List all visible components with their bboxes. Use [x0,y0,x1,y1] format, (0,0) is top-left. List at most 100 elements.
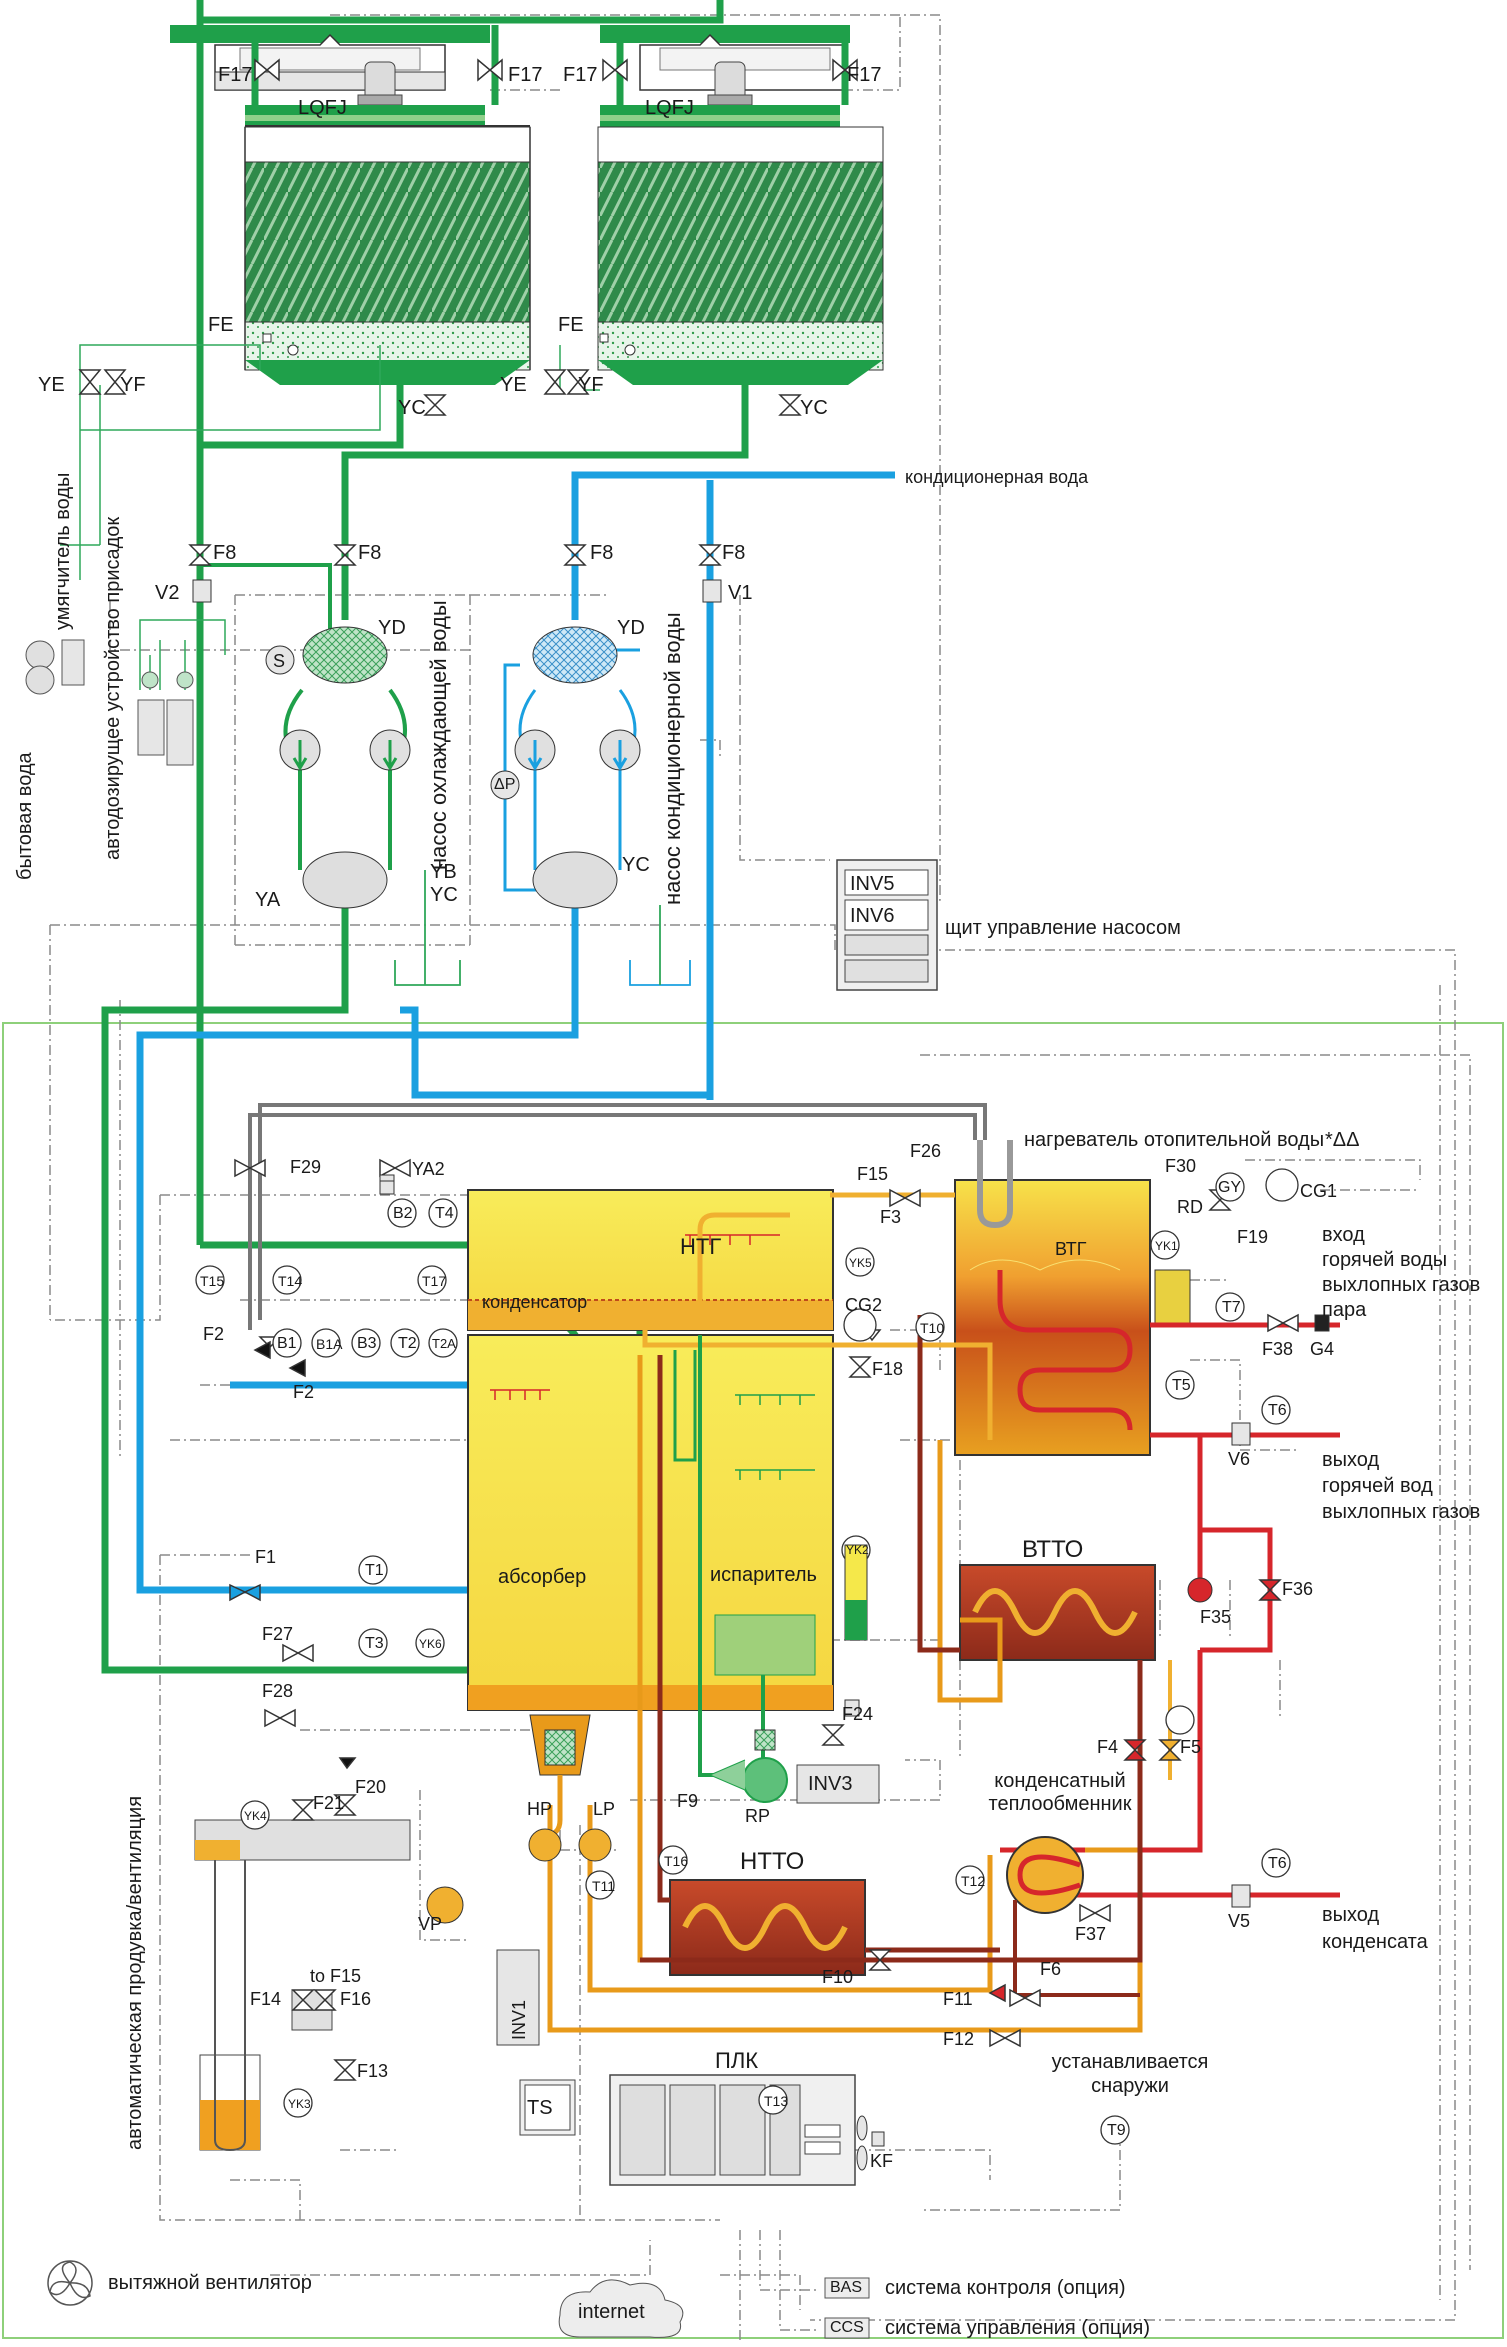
inst-label: B3 [357,1335,377,1352]
float-label: FE [558,314,584,336]
inst-label: CG2 [845,1295,883,1315]
softener-unit [25,639,85,695]
inst-label: F30 [1165,1156,1197,1176]
inst-label: F5 [1180,1737,1202,1757]
inv1-label: INV1 [509,1999,529,2040]
inst-label: T2 [398,1335,417,1352]
inst-label: F15 [857,1164,889,1184]
valve-label: YC [622,854,650,876]
internet-cloud [558,2279,684,2338]
input-hot-water: горячей воды [1322,1249,1448,1271]
dosing-unit [137,671,194,766]
input-exhaust: выхлопных газов [1322,1274,1481,1296]
inst-label: T4 [435,1205,454,1222]
cooling-tower-left [170,25,531,385]
inst-label: T6 [1268,1855,1287,1872]
inv3-box [796,1764,880,1804]
heater-label: нагреватель отопительной воды [1024,1129,1325,1151]
input-title: вход [1322,1224,1365,1246]
rp-pump [708,1729,788,1803]
inst-label: YK4 [244,1809,267,1823]
inst-label: F38 [1262,1339,1294,1359]
valve-label: F8 [590,542,614,564]
cooling-tower-right [597,25,884,385]
exhaust-fan-label: вытяжной вентилятор [108,2272,312,2294]
evaporator-label: испаритель [710,1564,817,1586]
inst-label: F1 [255,1547,277,1567]
hp-label: HP [527,1799,553,1819]
inst-label: T15 [200,1273,225,1289]
lp-pump [578,1828,612,1862]
inv5-label: INV5 [850,873,895,895]
to-f15-label: to F15 [310,1966,362,1986]
inst-label: YK6 [419,1637,442,1651]
inst-label: F27 [262,1624,294,1644]
ts-label: TS [527,2097,553,2119]
inv6-label: INV6 [850,905,895,927]
condensate-hx-label: конденсатный теплообменник [988,1770,1132,1815]
valve-label: YF [578,374,604,396]
inst-label: F18 [872,1359,904,1379]
inst-label: F14 [250,1989,282,2009]
exhaust-fan [47,2260,93,2306]
inst-label: T17 [422,1273,447,1289]
valve-label: F8 [358,542,382,564]
inst-label: F36 [1282,1579,1314,1599]
output-title: выход [1322,1449,1380,1471]
inst-label: T16 [664,1853,689,1869]
inst-label: F20 [355,1777,387,1797]
ntg-label: НТГ [680,1234,722,1259]
valve-label: YE [38,374,65,396]
level-gauges [844,1544,868,1641]
plc-label: ПЛК [715,2048,759,2073]
pump-panel-label: щит управление насосом [945,917,1181,939]
inst-label: B1 [277,1335,297,1352]
plc-box [519,2074,856,2186]
inv3-label: INV3 [808,1773,853,1795]
vtto-label: ВТТО [1022,1536,1084,1563]
inst-label: F2 [293,1382,315,1402]
inst-label: F10 [822,1967,854,1987]
ccs-description: система управления (опция) [885,2317,1151,2339]
inst-label: B2 [393,1205,413,1222]
condensate-hx [1006,1836,1084,1914]
auto-blow-label: автоматическая продувка/вентиляция [124,1795,146,2150]
valve-label: YE [500,374,527,396]
valve-label: YD [617,617,645,639]
inst-label: F12 [943,2029,975,2049]
bas-label: BAS [830,2279,863,2296]
inst-label: T14 [278,1273,303,1289]
valve-label: F8 [213,542,237,564]
output-hot-water: горячей вод [1322,1475,1433,1497]
kf-label: KF [870,2151,894,2171]
valve-label: YF [120,374,146,396]
bas-description: система контроля (опция) [885,2277,1126,2299]
kf-fan [856,2115,885,2171]
valve-label: F8 [722,542,746,564]
inst-label: G4 [1310,1339,1335,1359]
inst-label: T3 [365,1635,384,1652]
absorber-label: абсорбер [498,1566,587,1588]
inst-label: RD [1177,1197,1203,1217]
inst-label: T11 [592,1878,616,1894]
inst-label: T6 [1268,1402,1287,1419]
output-condensate-title: выход [1322,1904,1380,1926]
inst-label: YA2 [412,1159,445,1179]
valve-label: YA [255,889,281,911]
ccs-label: CCS [830,2319,864,2336]
inst-label: F4 [1097,1737,1119,1757]
inst-label: F28 [262,1681,294,1701]
input-steam: пара [1322,1299,1367,1321]
bas-box [824,2277,870,2299]
inst-label: T7 [1222,1299,1241,1316]
valve-label: F17 [508,64,543,86]
domestic-water-label: бытовая вода [14,752,36,880]
pump-control-lines [109,594,830,1460]
inst-label: T5 [1172,1377,1191,1394]
valve-label: F17 [218,64,253,86]
inst-label: F9 [677,1791,699,1811]
evap-spray [735,1394,815,1480]
rp-label: RP [745,1806,771,1826]
inst-label: T10 [920,1320,945,1336]
